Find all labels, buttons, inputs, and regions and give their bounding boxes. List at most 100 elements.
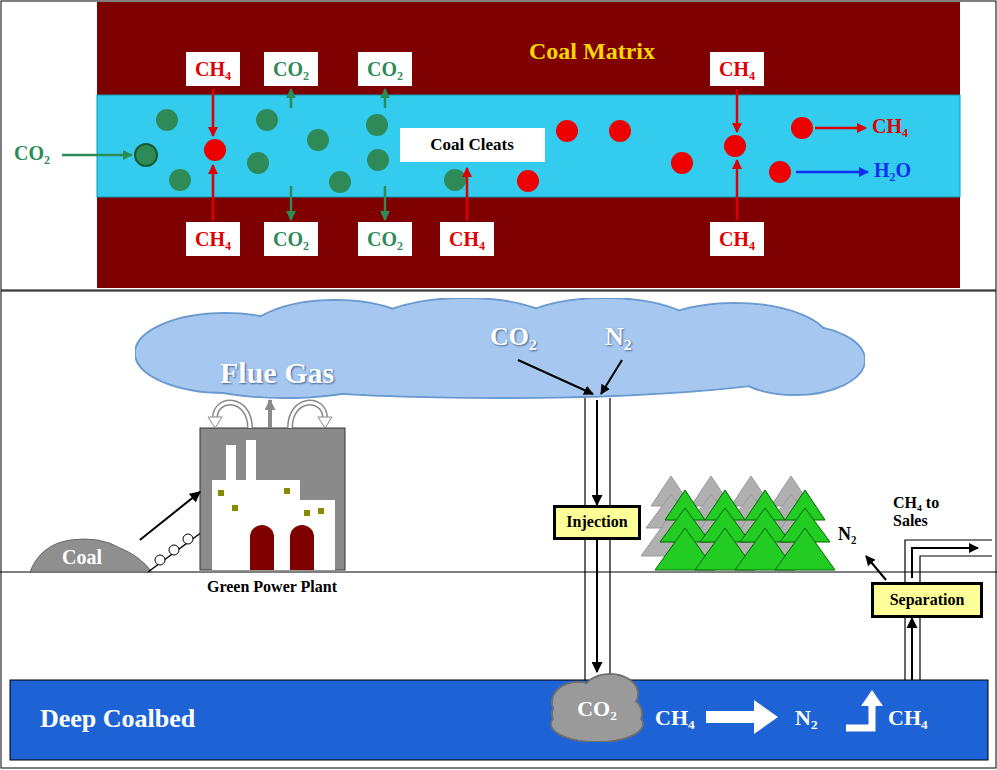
node-text: N₂ xyxy=(605,322,632,352)
flow-arrow xyxy=(384,89,387,108)
process-box: Separation xyxy=(871,582,983,618)
arrow-head xyxy=(861,690,883,706)
node-text: Injection xyxy=(566,513,627,531)
node-text: CO₂ xyxy=(490,322,537,352)
co2-molecule xyxy=(247,152,269,174)
plant-building xyxy=(212,440,335,570)
node-text: Coal Matrix xyxy=(529,38,655,66)
ch4-molecule xyxy=(791,117,813,139)
flow-arrow xyxy=(290,89,293,108)
vent-arrow xyxy=(866,556,886,580)
intake-arrow xyxy=(518,360,593,394)
co2-molecule xyxy=(444,169,466,191)
node-text: N₂ xyxy=(795,705,817,730)
gas-label-box: CH₄ xyxy=(710,222,764,256)
gas-label: CH₄ xyxy=(872,115,908,138)
node-text: Flue Gas xyxy=(220,356,334,391)
node-text: CH₄ xyxy=(655,705,695,730)
plant-housing xyxy=(200,428,345,570)
node-text: CO₂ xyxy=(367,58,403,81)
co2-molecule xyxy=(366,114,388,136)
ch4-molecule xyxy=(724,135,746,157)
flow-arrow xyxy=(736,160,739,220)
flow-arrow xyxy=(736,89,739,132)
flow-arrow xyxy=(62,154,132,157)
co2-molecule xyxy=(135,144,157,166)
pipe-wall xyxy=(904,618,905,680)
node-text: CH₄ xyxy=(719,228,755,251)
pipe-wall xyxy=(905,540,992,582)
pipe-wall xyxy=(920,556,992,582)
flow-arrow xyxy=(212,89,215,136)
co2-molecule xyxy=(156,109,178,131)
ch4-molecule xyxy=(671,152,693,174)
node-text: CO₂ xyxy=(273,228,309,251)
flow-connector xyxy=(596,400,598,505)
co2-molecule xyxy=(329,171,351,193)
gas-label-box: CH₄ xyxy=(440,222,494,256)
coal-matrix xyxy=(97,2,960,288)
node-text: CH₄ xyxy=(888,705,928,730)
co2-molecule xyxy=(169,169,191,191)
ch4-molecule xyxy=(204,139,226,161)
flow-connector xyxy=(140,492,200,540)
coal-pile: Coal xyxy=(30,540,152,572)
flow-connector xyxy=(596,540,598,672)
arrow-head xyxy=(318,417,332,428)
sales-arrow xyxy=(912,548,978,578)
node-text: CH₄ xyxy=(719,58,755,81)
trees xyxy=(641,476,835,570)
node-text: CO₂ xyxy=(367,228,403,251)
ch4-molecule xyxy=(517,170,539,192)
displacement-arrow xyxy=(706,700,778,734)
tree xyxy=(775,490,835,570)
plant-door xyxy=(290,525,314,570)
node-text: CO₂ xyxy=(577,696,617,721)
window xyxy=(284,488,290,494)
window xyxy=(318,508,324,514)
gas-label: H₂O xyxy=(874,159,911,182)
co2-molecule xyxy=(307,129,329,151)
ch4-molecule xyxy=(609,120,631,142)
gas-label-box: CO₂ xyxy=(264,222,318,256)
gas-label-box: CO₂ xyxy=(358,222,412,256)
gas-label-box: CH₄ xyxy=(186,222,240,256)
ch4-molecules xyxy=(204,117,813,192)
conveyor xyxy=(148,532,202,572)
panel-border xyxy=(1,291,996,768)
coal-pile xyxy=(30,539,152,572)
node-text: Separation xyxy=(890,591,965,609)
gas-label: N₂ xyxy=(838,524,856,545)
intake-arrow xyxy=(601,360,622,394)
cloud-fill xyxy=(176,339,394,397)
gas-label-box: CH₄ xyxy=(186,52,240,86)
co2-plume: CO₂ xyxy=(548,672,646,742)
node-text: Green Power Plant xyxy=(207,578,337,596)
recirculation-arrow xyxy=(290,403,325,428)
arrow-head xyxy=(208,417,222,428)
flow-arrow xyxy=(384,186,387,220)
co2-molecule xyxy=(367,149,389,171)
recirculation-arrow xyxy=(290,403,325,428)
conveyor-roller xyxy=(155,555,165,565)
node-text: Deep Coalbed xyxy=(40,704,195,734)
plant-door xyxy=(250,525,274,570)
power-plant xyxy=(200,403,345,570)
node-text: CH₄ xyxy=(195,228,231,251)
recirculation-arrow xyxy=(215,403,250,428)
recirculation-arrow xyxy=(215,403,250,428)
node-text: Coal Cleats xyxy=(430,135,514,155)
coal-matrix-region: Coal MatrixCH₄CO₂CO₂CH₄Coal CleatsCH₄CO₂… xyxy=(97,2,960,288)
node-text: CO₂ xyxy=(273,58,309,81)
production-pipe xyxy=(866,540,992,680)
node-text: CH₄ xyxy=(195,58,231,81)
flow-arrow xyxy=(290,186,293,220)
process-box: Injection xyxy=(553,505,641,540)
node-text: CH₄ xyxy=(449,228,485,251)
coal-cleat-band xyxy=(97,95,960,197)
window xyxy=(304,510,310,516)
gas-label-box: CH₄ xyxy=(710,52,764,86)
flow-connector xyxy=(911,618,913,680)
